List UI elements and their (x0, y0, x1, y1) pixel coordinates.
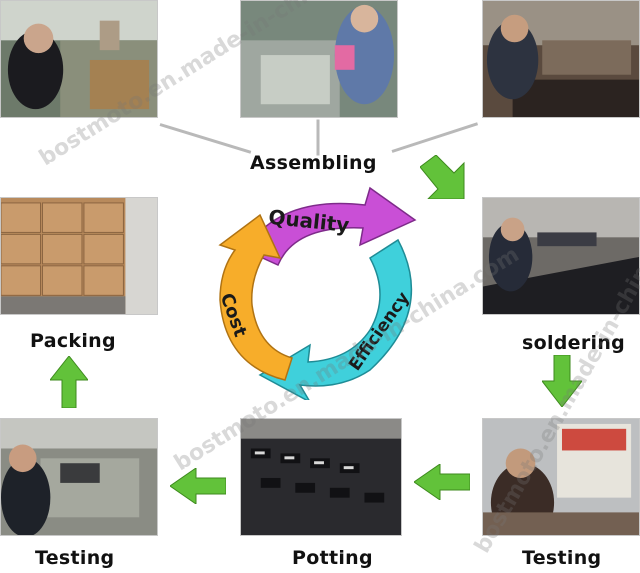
flow-arrow-potting-to-testing (170, 468, 226, 504)
testing-photo-right (482, 418, 640, 536)
label-testing-right: Testing (522, 547, 602, 569)
potting-photo (240, 418, 402, 536)
assembling-photo-left (0, 0, 158, 118)
flow-arrow-assembling-to-soldering (420, 155, 468, 199)
label-packing: Packing (30, 330, 116, 352)
connector-line-left (159, 123, 252, 154)
quality-arc (243, 186, 417, 267)
label-testing-left: Testing (35, 547, 115, 569)
cost-arc (218, 213, 293, 381)
flow-arrow-testing-to-potting (414, 464, 470, 500)
testing-photo-left (0, 418, 158, 536)
flow-arrow-testing-to-packing (50, 356, 88, 408)
label-potting: Potting (292, 547, 373, 569)
assembling-photo-right (482, 0, 640, 118)
label-soldering: soldering (522, 332, 626, 354)
flow-arrow-soldering-to-testing (542, 355, 582, 407)
soldering-photo (482, 197, 640, 315)
packing-photo (0, 197, 158, 315)
efficiency-arc (258, 238, 413, 404)
connector-line-right (391, 122, 479, 153)
quality-cost-efficiency-cycle: Quality Efficiency Cost (200, 180, 440, 404)
assembling-photo-center (240, 0, 398, 118)
connector-line-center (316, 119, 320, 156)
label-assembling: Assembling (250, 152, 377, 174)
